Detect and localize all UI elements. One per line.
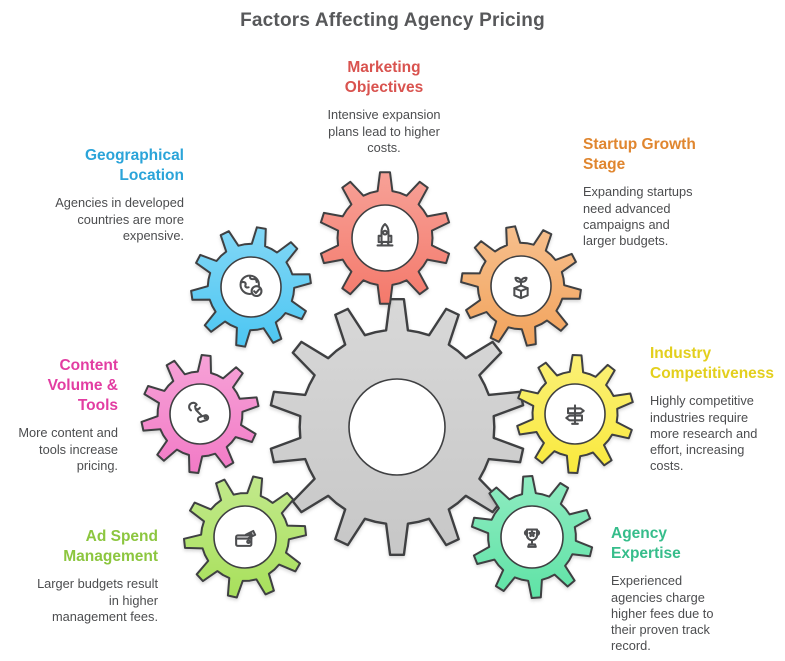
factor-heading: Ad Spend Management xyxy=(63,528,158,566)
label-marketing-objectives: Marketing Objectives Intensive expansion… xyxy=(317,58,451,156)
factor-description: Larger budgets result in higher manageme… xyxy=(37,576,158,624)
gear-content-volume-tools xyxy=(135,349,265,479)
factor-description: More content and tools increase pricing. xyxy=(18,425,118,473)
gear-industry-competitiveness xyxy=(510,349,640,479)
gear-agency-expertise xyxy=(465,470,599,604)
globe-check-icon xyxy=(232,268,270,306)
factor-heading: Marketing Objectives xyxy=(344,59,424,97)
label-startup-growth-stage: Startup Growth Stage Expanding startups … xyxy=(583,135,703,249)
factor-description: Highly competitive industries require mo… xyxy=(650,393,758,474)
factor-heading: Startup Growth Stage xyxy=(583,136,696,174)
center-gear-shape xyxy=(269,297,525,556)
factor-heading: Geographical Location xyxy=(84,147,184,185)
wallet-icon xyxy=(226,518,264,556)
rocket-icon xyxy=(366,219,404,257)
factor-heading: Content Volume & Tools xyxy=(47,357,118,415)
trophy-icon xyxy=(513,518,551,556)
gear-marketing-objectives xyxy=(313,166,457,310)
factor-heading: Industry Competitiveness xyxy=(650,345,775,383)
sprout-box-icon xyxy=(502,267,540,305)
gear-startup-growth-stage xyxy=(455,220,587,352)
page-title: Factors Affecting Agency Pricing xyxy=(240,10,545,31)
factor-description: Intensive expansion plans lead to higher… xyxy=(327,107,441,155)
label-industry-competitiveness: Industry Competitiveness Highly competit… xyxy=(650,344,776,475)
factor-description: Experienced agencies charge higher fees … xyxy=(611,573,714,654)
label-ad-spend-management: Ad Spend Management Larger budgets resul… xyxy=(32,527,158,625)
gear-ad-spend-management xyxy=(178,470,312,604)
signpost-icon xyxy=(556,395,594,433)
factor-description: Expanding startups need advanced campaig… xyxy=(583,184,693,249)
factor-description: Agencies in developed countries are more… xyxy=(55,195,184,243)
label-agency-expertise: Agency Expertise Experienced agencies ch… xyxy=(611,524,721,655)
center-gear xyxy=(263,293,531,561)
factor-heading: Agency Expertise xyxy=(611,525,681,563)
label-geographical-location: Geographical Location Agencies in develo… xyxy=(54,146,184,244)
tools-icon xyxy=(181,395,219,433)
label-content-volume-tools: Content Volume & Tools More content and … xyxy=(4,356,118,474)
gear-geographical-location xyxy=(185,221,317,353)
